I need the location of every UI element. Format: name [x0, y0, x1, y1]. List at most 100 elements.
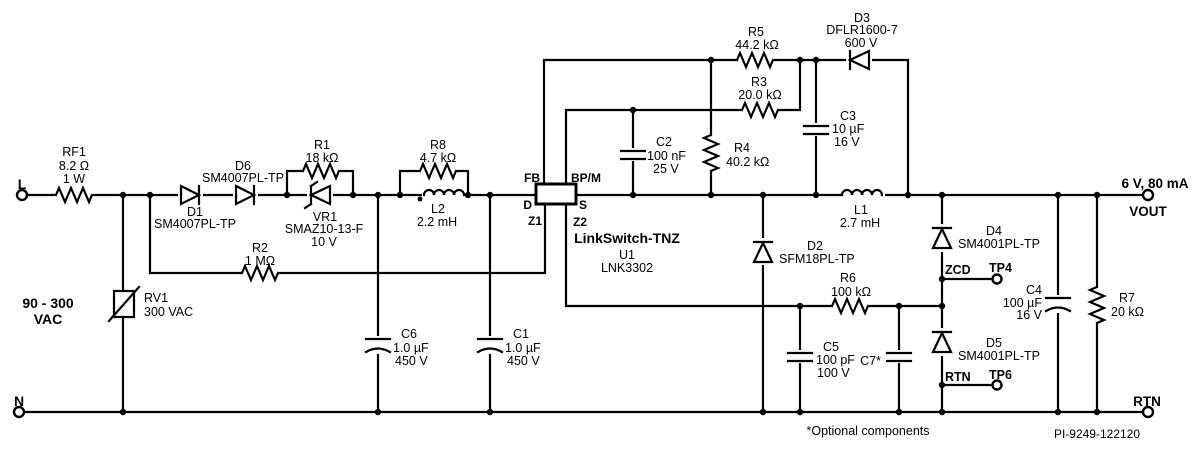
r2-ref: R2 [252, 241, 268, 255]
label-tp6: TP6 [989, 368, 1012, 382]
component-c5-capacitor: C5 100 pF 100 V [786, 340, 855, 380]
component-d2-diode: D2 SFM18PL-TP [751, 238, 855, 266]
c7-ref: C7* [860, 354, 881, 368]
label-vout: VOUT [1129, 204, 1167, 219]
wire-z2-r6-line [564, 201, 944, 308]
capacitor-c5 [786, 351, 814, 363]
r4-ref: R4 [734, 141, 750, 155]
label-output-rating: 6 V, 80 mA [1121, 176, 1188, 191]
wire-bpm-r3-line [564, 58, 802, 187]
r8-ref: R8 [430, 138, 446, 152]
terminals: L N 90 - 300 VAC 6 V, 80 mA VOUT RTN ZCD… [12, 176, 1189, 419]
capacitor-c6 [364, 337, 392, 354]
u1-body [534, 182, 578, 206]
component-r4-resistor: R4 40.2 kΩ [701, 133, 769, 173]
d6-ref: D6 [235, 159, 251, 173]
terminal-line [15, 188, 29, 202]
varistor-rv1-stroke [107, 285, 141, 323]
d1-part: SM4007PL-TP [154, 217, 236, 231]
c3-value: 10 µF [832, 122, 865, 136]
label-zcd: ZCD [945, 263, 971, 277]
doc-id: PI-9249-122120 [1054, 427, 1140, 441]
resistor-r3 [740, 100, 780, 120]
rv1-value: 300 VAC [144, 305, 193, 319]
label-rtn-tp: RTN [945, 370, 971, 384]
resistor-r4 [701, 133, 721, 173]
component-r5-resistor: R5 44.2 kΩ [735, 25, 779, 70]
d3-rating: 600 V [845, 36, 878, 50]
note-optional-components: *Optional components [807, 424, 930, 438]
testpoint-tp6 [991, 379, 1003, 391]
c5-ref: C5 [823, 340, 839, 354]
resistor-r2 [240, 263, 280, 283]
d1-ref: D1 [187, 205, 203, 219]
resistor-r8 [418, 161, 458, 181]
component-c4-capacitor: C4 100 µF 16 V [1003, 283, 1072, 322]
capacitor-c4 [1044, 296, 1072, 313]
component-d3-diode: D3 DFLR1600-7 600 V [826, 11, 898, 71]
c4-ref: C4 [1026, 283, 1042, 297]
d3-ref: D3 [854, 11, 870, 25]
r8-value: 4.7 kΩ [420, 151, 456, 165]
rv1-ref: RV1 [144, 291, 168, 305]
c2-rating: 25 V [653, 162, 679, 176]
d2-part: SFM18PL-TP [779, 252, 855, 266]
resistor-r1 [301, 161, 341, 181]
d6-part: SM4007PL-TP [202, 171, 284, 185]
capacitor-c2 [619, 149, 647, 161]
d5-part: SM4001PL-TP [958, 349, 1040, 363]
resistor-rf1 [54, 185, 94, 205]
resistor-r5 [735, 50, 775, 70]
component-c3-capacitor: C3 10 µF 16 V [802, 109, 865, 149]
capacitor-c1 [476, 337, 504, 354]
component-c6-capacitor: C6 1.0 µF 450 V [364, 327, 429, 368]
u1-pin-bpm: BP/M [571, 171, 601, 185]
r5-value: 44.2 kΩ [735, 38, 778, 52]
terminal-neutral [12, 405, 26, 419]
diode-d3 [847, 49, 871, 71]
c6-ref: C6 [401, 327, 417, 341]
l2-value: 2.2 mH [417, 215, 457, 229]
component-c2-capacitor: C2 100 nF 25 V [619, 135, 686, 176]
r1-value: 18 kΩ [306, 151, 339, 165]
c5-value: 100 pF [816, 353, 855, 367]
component-vr1-zener: VR1 SMAZ10-13-F 10 V [285, 180, 364, 249]
c2-value: 100 nF [647, 149, 686, 163]
rf1-value: 8.2 Ω [59, 159, 89, 173]
u1-part: LNK3302 [601, 261, 653, 275]
component-u1-ic: FB BP/M D S Z1 Z2 LinkSwitch-TNZ U1 LNK3… [523, 171, 680, 275]
testpoint-tp4 [991, 273, 1003, 285]
c1-value: 1.0 µF [505, 341, 541, 355]
r3-value: 20.0 kΩ [738, 88, 781, 102]
d5-ref: D5 [986, 336, 1002, 350]
l2-ref: L2 [431, 202, 445, 216]
r6-ref: R6 [840, 271, 856, 285]
r6-value: 100 kΩ [831, 285, 871, 299]
c6-rating: 450 V [395, 354, 428, 368]
rf1-ref: RF1 [62, 145, 86, 159]
component-d1-diode: D1 SM4007PL-TP [154, 184, 236, 231]
diode-d2 [752, 240, 774, 264]
r3-ref: R3 [751, 75, 767, 89]
component-r3-resistor: R3 20.0 kΩ [738, 75, 782, 120]
u1-pin-z2: Z2 [573, 215, 587, 229]
component-r1-resistor: R1 18 kΩ [301, 138, 341, 181]
wire-fb-rail [542, 58, 910, 197]
component-d5-diode: D5 SM4001PL-TP [930, 328, 1040, 363]
component-rf1-fusible-resistor: RF1 8.2 Ω 1 W [54, 145, 94, 205]
terminal-rtn [1141, 405, 1155, 419]
diode-d1 [179, 184, 202, 206]
inductor-l1 [840, 188, 884, 197]
component-d4-diode: D4 SM4001PL-TP [930, 224, 1040, 252]
r4-value: 40.2 kΩ [726, 155, 769, 169]
c1-ref: C1 [513, 327, 529, 341]
component-c1-capacitor: C1 1.0 µF 450 V [476, 327, 541, 368]
capacitor-c3 [802, 124, 830, 136]
r7-value: 20 kΩ [1111, 305, 1144, 319]
u1-pin-z1: Z1 [528, 214, 542, 228]
zener-vr1 [308, 184, 332, 206]
diode-d5 [931, 330, 953, 354]
component-r2-resistor: R2 1 MΩ [240, 241, 280, 283]
